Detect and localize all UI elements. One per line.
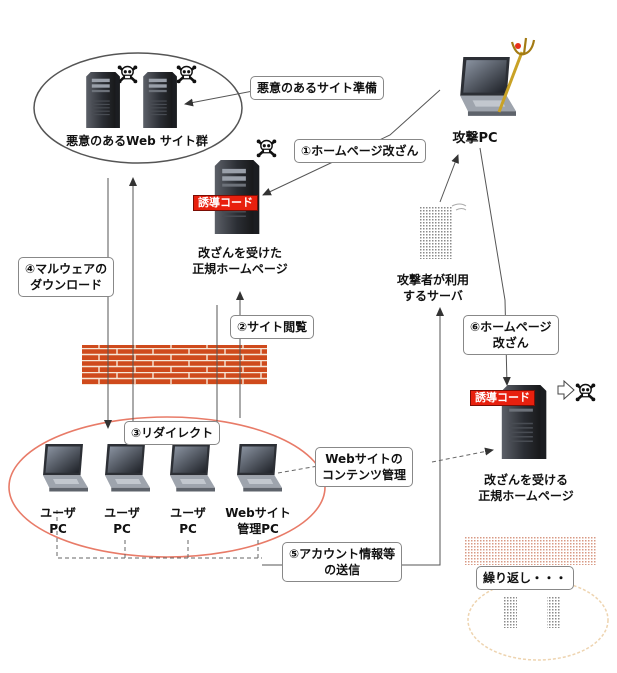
step2-site-browsing: ②サイト閲覧 <box>230 315 315 339</box>
user-laptop-icon <box>43 444 88 492</box>
mgmt-link-left <box>277 465 319 474</box>
attacker-server-icon <box>451 203 467 211</box>
induction-code-tag: 誘導コード <box>193 195 258 211</box>
step5-account-info-sending: ⑤アカウント情報等 の送信 <box>282 542 403 582</box>
mgmt-link-right <box>431 447 494 463</box>
repeat-note: 繰り返し・・・ <box>476 566 575 590</box>
target-site-label: 改ざんを受ける 正規ホームページ <box>478 473 574 503</box>
malicious-server-icon <box>143 72 177 128</box>
skull-icon <box>575 382 596 402</box>
induction-code-tag: 誘導コード <box>470 390 535 406</box>
user-pc-label: ユーザ PC <box>170 506 206 536</box>
skull-icon <box>176 64 197 84</box>
attacker-server-label: 攻撃者が利用 するサーバ <box>396 273 469 303</box>
trident-icon <box>497 37 536 113</box>
pc-dashed-links <box>56 510 262 559</box>
user-laptop-icon <box>105 444 150 492</box>
step1-homepage-tamper: ①ホームページ改ざん <box>294 139 426 163</box>
attacker-server-icon <box>420 207 452 259</box>
malicious-sites-label: 悪意のあるWeb サイト群 <box>66 134 208 148</box>
attacker-pc-label: 攻撃PC <box>452 131 498 146</box>
arrow-right-icon <box>557 379 575 401</box>
malicious-sites-ellipse <box>33 52 243 164</box>
content-management-note: Webサイトの コンテンツ管理 <box>315 447 414 487</box>
prepare-arrow <box>184 89 259 107</box>
admin-pc-label: Webサイト 管理PC <box>225 506 291 536</box>
user-laptop-icon <box>170 444 215 492</box>
faded-server-icon <box>547 596 561 628</box>
skull-icon <box>117 64 138 84</box>
skull-icon <box>256 138 277 158</box>
user-pc-label: ユーザ PC <box>104 506 140 536</box>
attacker-server-arrow <box>439 154 459 203</box>
faded-server-icon <box>503 596 517 628</box>
hacked-site-label: 改ざんを受けた 正規ホームページ <box>192 246 288 276</box>
step6-homepage-tamper: ⑥ホームページ 改ざん <box>463 315 559 355</box>
repeat-brick-wall <box>465 537 597 565</box>
repeat-ellipse <box>467 579 609 661</box>
user-pc-label: ユーザ PC <box>40 506 76 536</box>
prepare-malicious-site-step: 悪意のあるサイト準備 <box>250 76 385 100</box>
malicious-server-icon <box>86 72 120 128</box>
firewall-wall <box>82 345 267 385</box>
step4-malware-download: ④マルウェアの ダウンロード <box>18 257 115 297</box>
users-ellipse <box>8 416 326 558</box>
admin-laptop-icon <box>237 444 282 492</box>
step3-redirect: ③リダイレクト <box>124 421 221 445</box>
step1-arrow <box>262 89 441 196</box>
step6-arrow <box>479 147 511 386</box>
